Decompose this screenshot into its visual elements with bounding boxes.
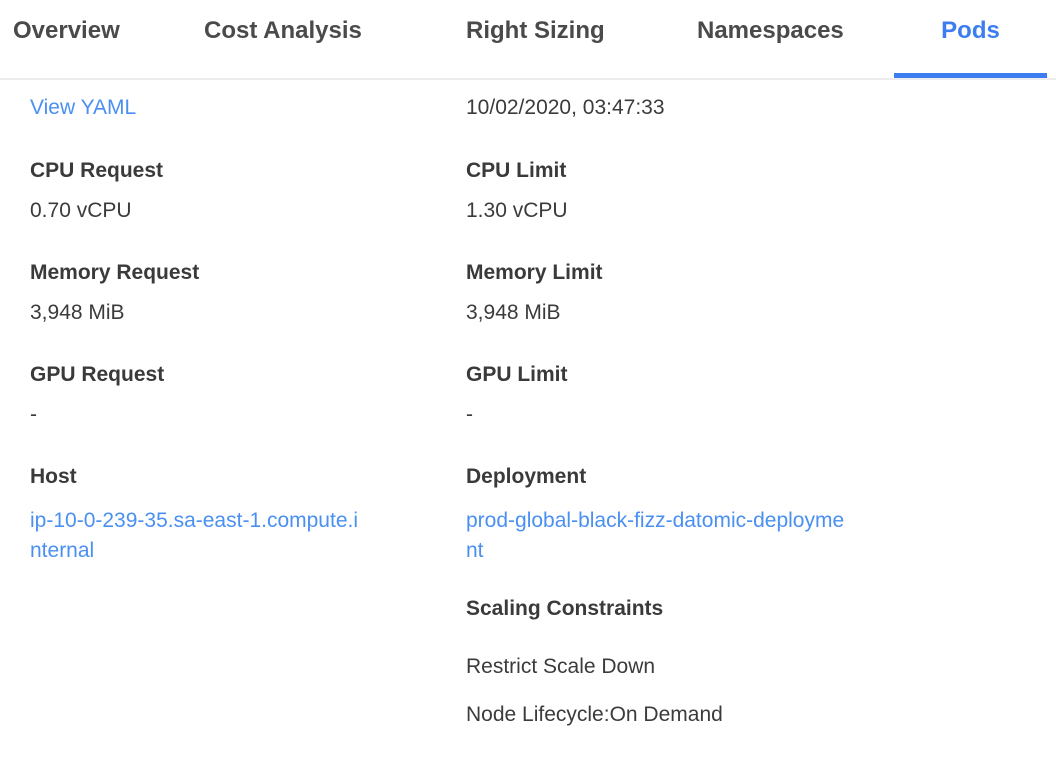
field-value: 3,948 MiB [466, 301, 561, 324]
field-label: Memory Request [30, 261, 200, 284]
details-left-column: View YAML CPU Request 0.70 vCPU Memory R… [30, 97, 466, 726]
tab-namespaces[interactable]: Namespaces [697, 17, 844, 44]
field-group-deployment: Deployment prod-global-black-fizz-datomi… [466, 466, 1056, 566]
field-label: GPU Request [30, 363, 165, 386]
pod-created-timestamp: 10/02/2020, 03:47:33 [466, 96, 665, 119]
field-value: 0.70 vCPU [30, 199, 132, 222]
field-group-cpu-request: CPU Request 0.70 vCPU [30, 160, 466, 222]
field-group-cpu-limit: CPU Limit 1.30 vCPU [466, 160, 1056, 222]
field-value: 1.30 vCPU [466, 199, 568, 222]
scaling-constraints-title: Scaling Constraints [466, 597, 664, 620]
tab-bar: Overview Cost Analysis Right Sizing Name… [0, 0, 1056, 80]
field-label: Host [30, 465, 77, 488]
field-label: Deployment [466, 465, 587, 488]
field-value: - [466, 403, 473, 426]
field-label: Memory Limit [466, 261, 603, 284]
scaling-constraint-item: Restrict Scale Down [466, 655, 656, 678]
tab-overview[interactable]: Overview [13, 17, 120, 44]
field-group-memory-limit: Memory Limit 3,948 MiB [466, 262, 1056, 324]
field-group-gpu-limit: GPU Limit - [466, 364, 1056, 426]
field-group-gpu-request: GPU Request - [30, 364, 466, 426]
field-value: 3,948 MiB [30, 301, 125, 324]
field-group-memory-request: Memory Request 3,948 MiB [30, 262, 466, 324]
tab-right-sizing[interactable]: Right Sizing [466, 17, 605, 44]
field-label: CPU Limit [466, 159, 567, 182]
tab-pods[interactable]: Pods [894, 0, 1047, 78]
field-group-host: Host ip-10-0-239-35.sa-east-1.compute.in… [30, 466, 466, 566]
view-yaml-link[interactable]: View YAML [30, 96, 137, 119]
deployment-link[interactable]: prod-global-black-fizz-datomic-deploymen… [466, 509, 845, 562]
field-value: - [30, 403, 37, 426]
details-right-column: 10/02/2020, 03:47:33 CPU Limit 1.30 vCPU… [466, 97, 1056, 726]
scaling-constraint-item: Node Lifecycle:On Demand [466, 703, 723, 726]
tab-cost-analysis[interactable]: Cost Analysis [204, 17, 362, 44]
pod-details-panel: View YAML CPU Request 0.70 vCPU Memory R… [0, 80, 1056, 726]
field-label: GPU Limit [466, 363, 568, 386]
field-label: CPU Request [30, 159, 164, 182]
host-link[interactable]: ip-10-0-239-35.sa-east-1.compute.interna… [30, 509, 359, 562]
